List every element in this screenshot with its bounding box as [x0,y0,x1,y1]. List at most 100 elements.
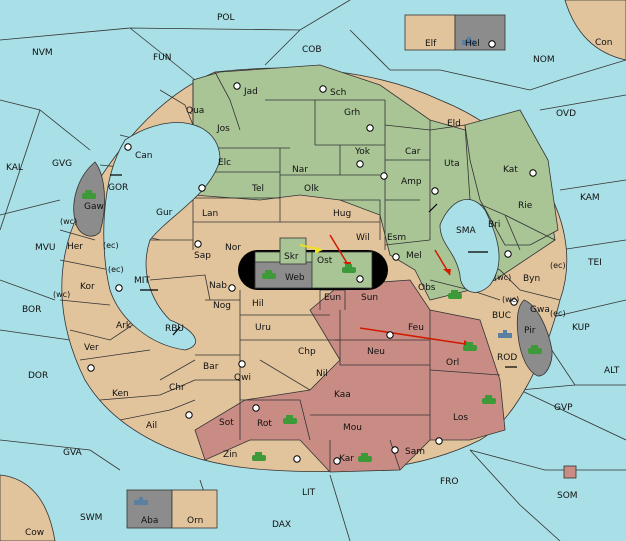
territory-label: Bri [488,220,500,230]
coast-label: (wc) [494,273,511,282]
territory-label: Mel [406,251,422,261]
sea-label: NOM [533,55,555,65]
territory-label: Mou [343,423,362,433]
territory-label: Bar [203,362,219,372]
tank-icon [262,270,276,279]
territory-labels: Elf Hel Con Jad Sch Qua Jos Grh Eld Can … [25,38,613,538]
sea-label: GVP [554,403,573,413]
territory-label: Zin [223,450,237,460]
sea-label: RBU [165,324,184,334]
territory-label: Her [67,242,83,252]
sea-label: MVU [35,243,56,253]
territory-label: Amp [401,177,422,187]
sea-label: GVA [63,448,83,458]
sea-label: KUP [572,323,590,333]
territory-label: Los [453,413,468,423]
lagoons [103,122,500,351]
territory-label: Sap [194,251,211,261]
territory-label: Kaa [334,390,351,400]
sea-label: LIT [302,488,316,498]
territory-label: Obs [418,283,436,293]
coast-label: (ec) [550,309,566,318]
green-region-east [464,109,559,246]
territory-label: Elc [218,158,231,168]
sea-label: MIT [134,276,150,286]
territory-label: Aba [141,516,158,526]
territory-label: Car [405,147,421,157]
territory-label: Yok [354,147,371,157]
territory-label: Eun [324,293,341,303]
territory-label: Hil [252,299,264,309]
sea-label: NVM [32,48,53,58]
ship-icon [462,37,476,45]
territory-label: Olk [304,184,320,194]
territory-label: Qua [186,106,204,116]
coast-label: (wc) [60,217,77,226]
sea-label: DAX [272,520,291,530]
territory-label: Kar [339,454,354,464]
territory-label: Sun [361,293,378,303]
supply-centers [87,40,537,465]
territory-label: Wil [356,233,370,243]
tank-icon [283,415,297,424]
tank-icon [448,290,462,299]
ship-icon [498,330,512,338]
sea-label: BOR [22,305,41,315]
territory-label: Sot [219,418,234,428]
territory-label: Jos [216,124,230,134]
coast-label: (wc) [502,295,519,304]
territory-label: Uta [444,159,460,169]
territory-label: Nab [209,281,227,291]
territory-label: Hel [465,39,480,49]
territory-label: Hug [333,209,351,219]
sea-label: OVD [556,109,576,119]
sea-label: FRO [440,477,459,487]
territory-label: Ver [84,343,99,353]
sea-label: SWM [80,513,102,523]
sea-label: BUC [492,311,511,321]
ship-icon [134,497,148,505]
territory-label: Elf [425,39,437,49]
territory-label: Neu [367,347,385,357]
territory-label: Chp [298,347,316,357]
som-marker [563,465,577,479]
territory-label: Orl [446,358,459,368]
territory-label: Kor [80,282,95,292]
territory-label: Web [285,273,305,283]
territory-label: Gur [156,208,173,218]
territory-label: Feu [408,323,424,333]
territory-label: Nil [316,369,328,379]
tank-icon [482,395,496,404]
sea-label: KAL [6,163,23,173]
territory-label: Rot [257,419,272,429]
sea-label: FUN [153,53,172,63]
coast-label: (ec) [103,241,119,250]
territory-label: Nor [225,243,241,253]
tank-icon [342,264,356,273]
territory-label: Skr [284,252,299,262]
tank-icon [358,453,372,462]
territory-label: Gwa [530,305,550,315]
territory-label: Gaw [84,202,104,212]
tank-icon [252,452,266,461]
territory-label: Lan [202,209,218,219]
tank-icon [463,342,477,351]
sea-label: SOM [557,491,578,501]
unit-icons [82,37,542,505]
sea-label: DOR [28,371,48,381]
coast-labels: (wc) (ec) (ec) (wc) (wc) (ec) (ec) (wc) [53,217,566,318]
territory-label: Qwi [234,373,251,383]
territory-label: Grh [344,108,360,118]
sea-label: ROD [497,353,517,363]
sea-label: GOR [108,183,128,193]
territory-label: Nar [292,165,308,175]
sea-label: POL [217,13,235,23]
tank-icon [82,190,96,199]
sea-label: ALT [604,366,620,376]
territory-label: Eld [447,119,461,129]
tank-icon [528,345,542,354]
territory-label: Uru [255,323,271,333]
territory-label: Cow [25,528,44,538]
